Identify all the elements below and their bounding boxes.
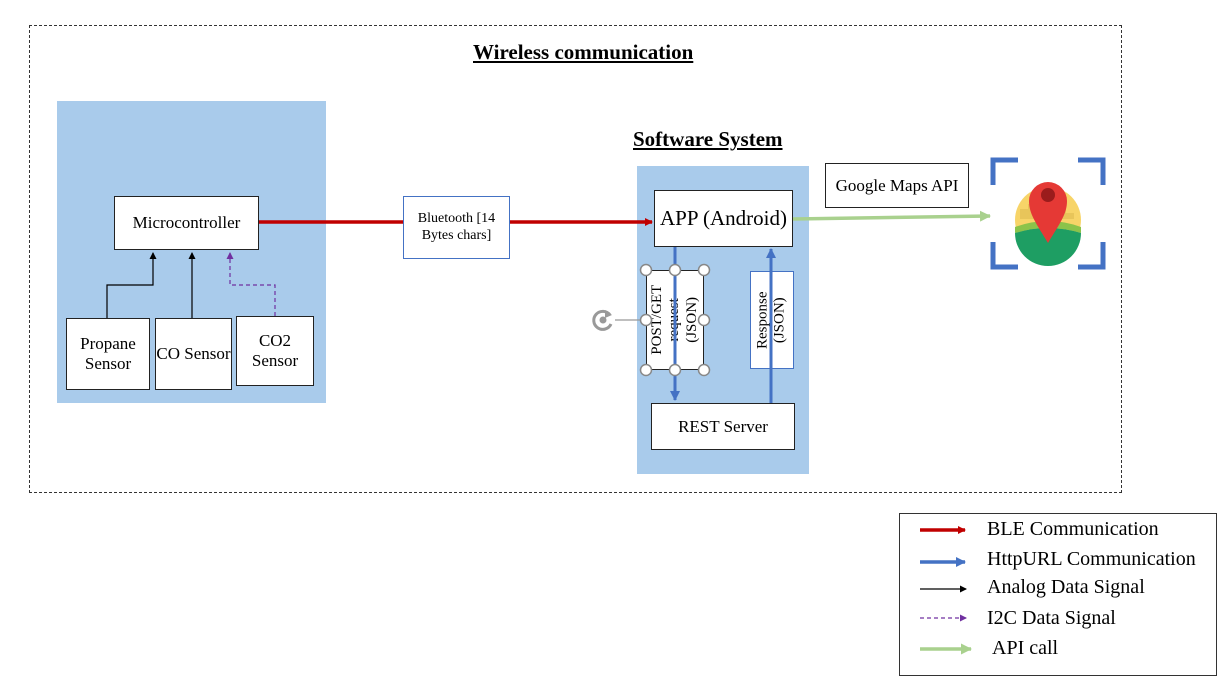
response-json-text: Response (JSON) bbox=[754, 291, 788, 349]
co-sensor-box[interactable]: CO Sensor bbox=[155, 318, 232, 390]
post-get-request-label[interactable]: POST/GET request (JSON) bbox=[646, 270, 704, 370]
legend-label-ble: BLE Communication bbox=[987, 518, 1159, 540]
propane-sensor-box[interactable]: Propane Sensor bbox=[66, 318, 150, 390]
legend-label-http: HttpURL Communication bbox=[987, 548, 1196, 570]
co2-sensor-box[interactable]: CO2 Sensor bbox=[236, 316, 314, 386]
legend-label-api: API call bbox=[992, 637, 1059, 659]
app-android-box[interactable]: APP (Android) bbox=[654, 190, 793, 247]
rest-server-box[interactable]: REST Server bbox=[651, 403, 795, 450]
legend-label-i2c: I2C Data Signal bbox=[987, 607, 1116, 629]
legend-label-analog: Analog Data Signal bbox=[987, 576, 1145, 598]
legend bbox=[899, 513, 1217, 676]
google-maps-icon[interactable] bbox=[990, 157, 1106, 270]
rotate-handle-icon[interactable] bbox=[590, 307, 616, 333]
microcontroller-box[interactable]: Microcontroller bbox=[114, 196, 259, 250]
diagram-title: Wireless communication bbox=[473, 40, 694, 64]
wireless-communication-frame bbox=[29, 25, 1122, 493]
google-maps-api-box[interactable]: Google Maps API bbox=[825, 163, 969, 208]
software-system-title: Software System bbox=[633, 127, 783, 151]
post-get-request-text: POST/GET request (JSON) bbox=[649, 284, 700, 355]
response-json-label[interactable]: Response (JSON) bbox=[750, 271, 794, 369]
bluetooth-label-box[interactable]: Bluetooth [14 Bytes chars] bbox=[403, 196, 510, 259]
